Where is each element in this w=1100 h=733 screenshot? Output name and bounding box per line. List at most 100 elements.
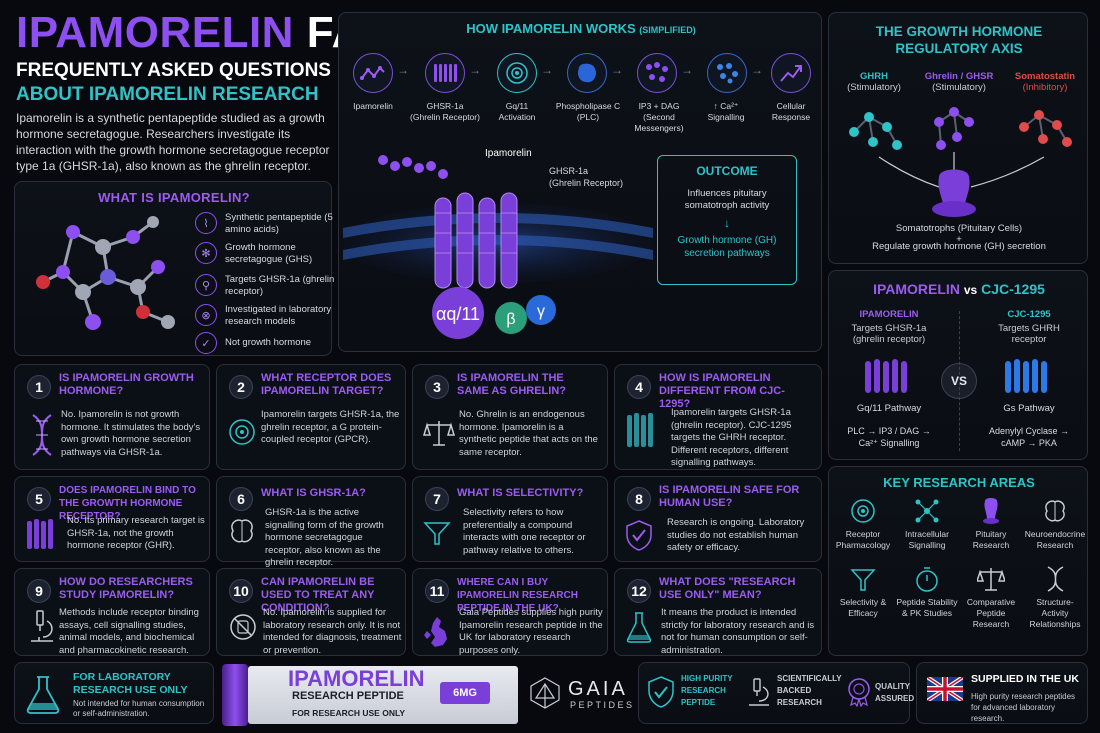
ghsr-receptor-icon (865, 359, 907, 393)
vial-cap (222, 664, 248, 726)
research-area: Comparative Peptide Research (959, 565, 1023, 630)
beta-subunit: β (506, 311, 515, 328)
what-is-item: ⊗ Investigated in laboratory research mo… (195, 304, 350, 328)
gamma-subunit: γ (537, 303, 545, 320)
quality-seal-icon (848, 678, 870, 707)
research-area: Pituitary Research (959, 497, 1023, 551)
faq-card-1: 1 IS IPAMORELIN GROWTH HORMONE? No. Ipam… (14, 364, 210, 470)
receptor-label: GHSR-1a(Ghrelin Receptor) (549, 166, 624, 188)
key-research-panel: KEY RESEARCH AREAS Receptor Pharmacology… (828, 466, 1088, 656)
molecule-icon (36, 216, 175, 330)
molecule-small-icon: ✻ (195, 242, 217, 264)
arrow-icon: → (541, 63, 553, 77)
brain-icon (1041, 497, 1069, 525)
dna-icon (1041, 565, 1069, 593)
research-area: Selectivity & Efficacy (831, 565, 895, 619)
microscope-icon (31, 610, 53, 642)
versus-title: IPAMORELIN vs CJC-1295 (873, 281, 1045, 297)
research-area: Peptide Stability & PK Studies (895, 565, 959, 619)
arrow-icon: → (469, 63, 481, 77)
no-medicine-icon (230, 614, 256, 640)
intro-text: Ipamorelin is a synthetic pentapeptide s… (16, 111, 330, 173)
faq-card-9: 9 HOW DO RESEARCHERS STUDY IPAMORELIN? M… (14, 568, 210, 656)
title-part1: IPAMORELIN (16, 8, 294, 57)
flask-icon (626, 612, 652, 643)
research-area: Neuroendocrine Research (1023, 497, 1087, 551)
flask-small-icon: ⊗ (195, 304, 217, 326)
receptor-small-icon: ⚲ (195, 274, 217, 296)
gh-axis-illustration (849, 107, 1072, 217)
subtitle-1: FREQUENTLY ASKED QUESTIONS (16, 60, 331, 81)
gh-axis-title: THE GROWTH HORMONE REGULATORY AXIS (875, 24, 1043, 56)
faq-card-3: 3 IS IPAMORELIN THE SAME AS GHRELIN? No.… (412, 364, 608, 470)
brand-sub: PEPTIDES (570, 700, 635, 710)
faq-card-11: 11 WHERE CAN I BUY IPAMORELIN RESEARCH P… (412, 568, 608, 656)
receptor-icon (27, 519, 53, 549)
ipamorelin-label: Ipamorelin (485, 148, 532, 159)
arrow-icon: → (681, 63, 693, 77)
funnel-icon (849, 565, 877, 593)
product-vial: IPAMORELIN RESEARCH PEPTIDE FOR RESEARCH… (222, 664, 522, 726)
pituitary-icon (977, 497, 1005, 525)
faq-card-4: 4 HOW IS IPAMORELIN DIFFERENT FROM CJC-1… (614, 364, 822, 470)
gaia-logo-icon (530, 677, 560, 709)
shield-check-icon (648, 676, 674, 708)
receptor-icon (425, 53, 465, 93)
faq-card-10: 10 CAN IPAMORELIN BE USED TO TREAT ANY C… (216, 568, 406, 656)
faq-card-5: 5 DOES IPAMORELIN BIND TO THE GROWTH HOR… (14, 476, 210, 562)
faq-card-2: 2 WHAT RECEPTOR DOES IPAMORELIN TARGET? … (216, 364, 406, 470)
network-icon (913, 497, 941, 525)
cellular-response-icon (771, 53, 811, 93)
receptor-membrane-illustration: αq/11 β γ (343, 155, 653, 339)
faq-card-6: 6 WHAT IS GHSR-1a? GHSR-1a is the active… (216, 476, 406, 568)
brain-icon (231, 519, 253, 543)
scales-icon (423, 421, 455, 446)
research-area: Receptor Pharmacology (831, 497, 895, 551)
faq-card-12: 12 WHAT DOES "RESEARCH USE ONLY" MEAN? I… (614, 568, 822, 656)
how-works-title: HOW IPAMORELIN WORKS (SIMPLIFIED) (466, 21, 696, 36)
target-icon (229, 419, 255, 445)
gh-axis-panel: THE GROWTH HORMONE REGULATORY AXIS GHRH … (828, 12, 1088, 264)
badges-panel: HIGH PURITY RESEARCH PEPTIDE SCIENTIFICA… (638, 662, 914, 724)
flask-icon (26, 676, 60, 714)
scales-icon (977, 565, 1005, 593)
funnel-icon (423, 522, 451, 545)
arrow-down-icon: ↓ (724, 216, 730, 230)
check-icon: ✓ (195, 332, 217, 354)
faq-card-8: 8 IS IPAMORELIN SAFE FOR HUMAN USE? Rese… (614, 476, 822, 562)
outcome-box: OUTCOME Influences pituitary somatotroph… (657, 155, 797, 285)
brand-name: GAIA (568, 678, 628, 700)
arrow-icon: → (397, 63, 409, 77)
ipamorelin-chain-icon (353, 53, 393, 93)
dose-badge: 6MG (440, 682, 490, 704)
arrow-icon: → (751, 63, 763, 77)
research-area: Intracellular Signalling (895, 497, 959, 551)
research-area: Structure-Activity Relationships (1023, 565, 1087, 630)
key-research-title: KEY RESEARCH AREAS (883, 475, 1035, 490)
gq-activation-icon (497, 53, 537, 93)
peptide-icon: ⌇ (195, 212, 217, 234)
divider (959, 311, 960, 451)
uk-panel: SUPPLIED IN THE UK High purity research … (916, 662, 1088, 724)
lab-use-panel: FOR LABORATORY RESEARCH USE ONLY Not int… (14, 662, 214, 724)
what-is-item: ⚲ Targets GHSR-1a (ghrelin receptor) (195, 274, 350, 298)
subtitle-2: ABOUT IPAMORELIN RESEARCH (16, 84, 319, 105)
versus-panel: IPAMORELIN vs CJC-1295 IPAMORELIN Target… (828, 270, 1088, 460)
what-is-item: ✻ Growth hormone secretagogue (GHS) (195, 242, 350, 266)
receptor-icon (627, 413, 653, 447)
what-is-item: ⌇ Synthetic pentapeptide (5 amino acids) (195, 212, 350, 236)
alpha-subunit: αq/11 (436, 304, 480, 324)
ghrh-receptor-icon (1005, 359, 1047, 393)
uk-flag-icon (927, 677, 963, 701)
timer-icon (913, 565, 941, 593)
plc-enzyme-icon (567, 53, 607, 93)
arrow-icon: → (611, 63, 623, 77)
uk-map-icon (424, 617, 447, 647)
what-is-item: ✓ Not growth hormone (195, 332, 350, 354)
second-messengers-icon (637, 53, 677, 93)
what-is-title: WHAT IS IPAMORELIN? (98, 190, 250, 205)
shield-check-icon (626, 520, 652, 551)
target-icon (849, 497, 877, 525)
faq-card-7: 7 WHAT IS SELECTIVITY? Selectivity refer… (412, 476, 608, 562)
calcium-icon (707, 53, 747, 93)
